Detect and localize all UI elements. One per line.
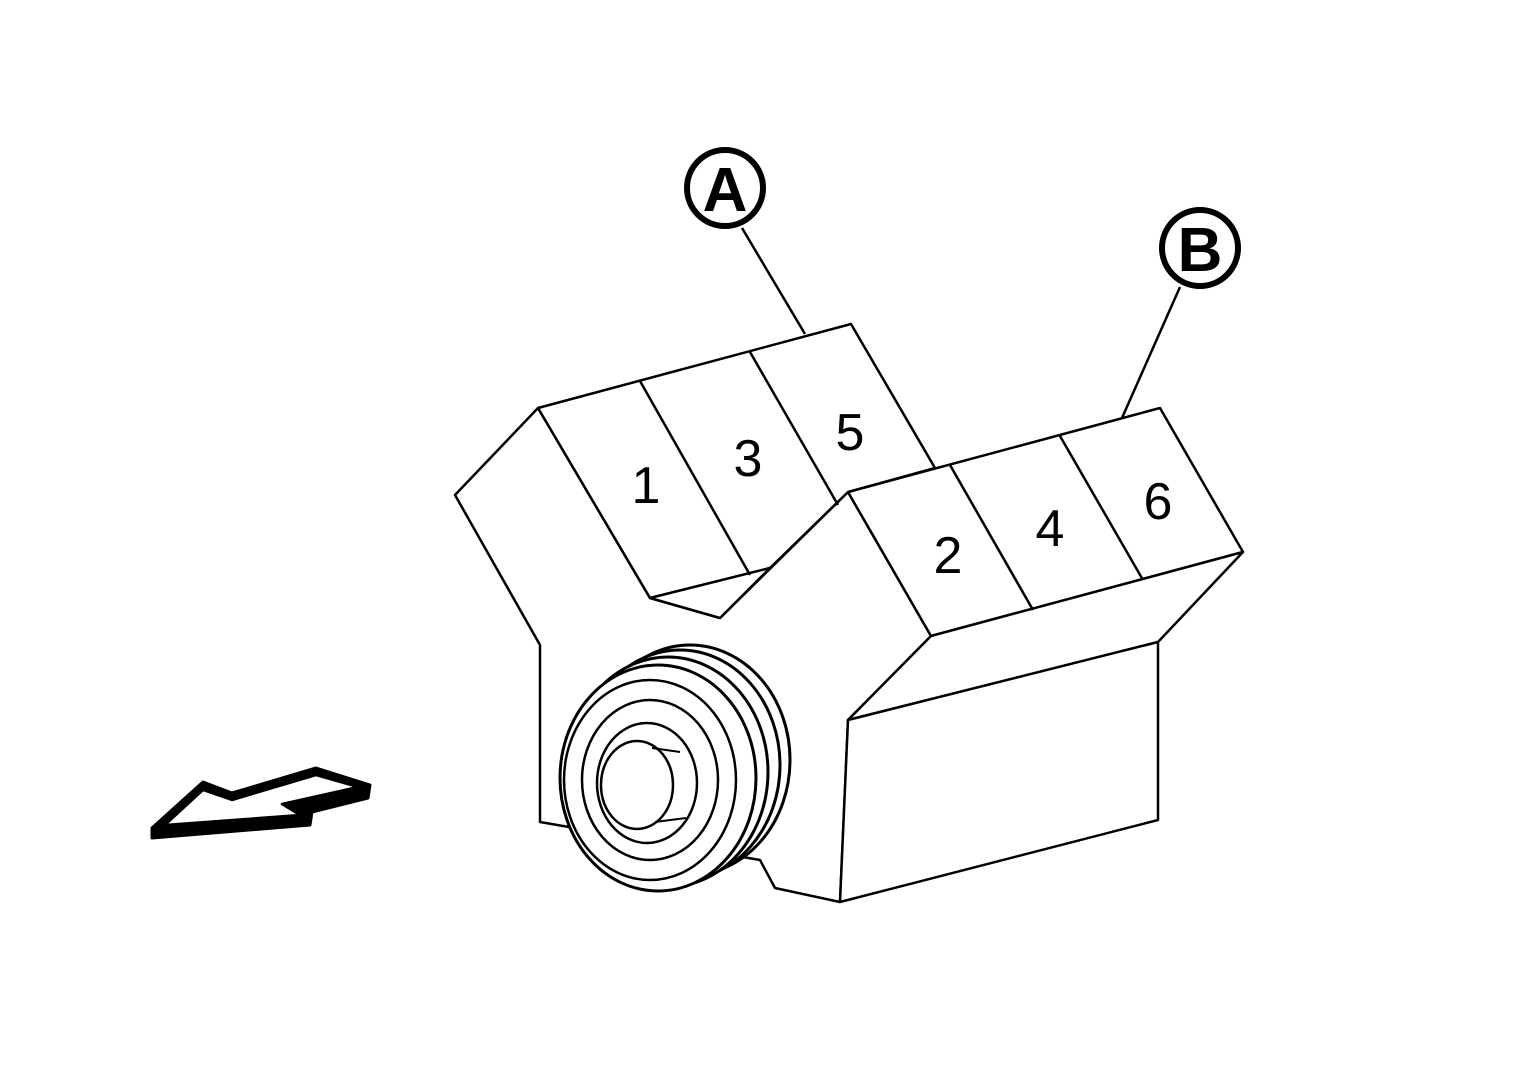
bank-a-divider-2 [748, 351, 840, 506]
v-valley [648, 566, 772, 620]
cylinder-6-label: 6 [1144, 473, 1173, 531]
block-right-face [838, 640, 1160, 904]
cylinder-4-label: 4 [1036, 500, 1065, 558]
bank-b-leader [1120, 286, 1182, 419]
engine-front-arrow-icon [150, 766, 372, 840]
bank-a-callout: A [684, 147, 766, 229]
cylinder-1-label: 1 [632, 457, 661, 515]
bank-b-divider-1 [948, 464, 1035, 611]
bank-b-label: B [1178, 216, 1223, 285]
crank-pulley [558, 643, 792, 893]
cylinder-5-label: 5 [836, 404, 865, 462]
bank-b-callout: B [1159, 207, 1241, 289]
bank-a-leader [740, 227, 807, 335]
bank-a-divider-1 [638, 380, 752, 576]
bank-a-label: A [703, 156, 748, 225]
cylinder-2-label: 2 [934, 527, 963, 585]
bank-b-divider-2 [1058, 435, 1145, 581]
cylinder-3-label: 3 [734, 430, 763, 488]
